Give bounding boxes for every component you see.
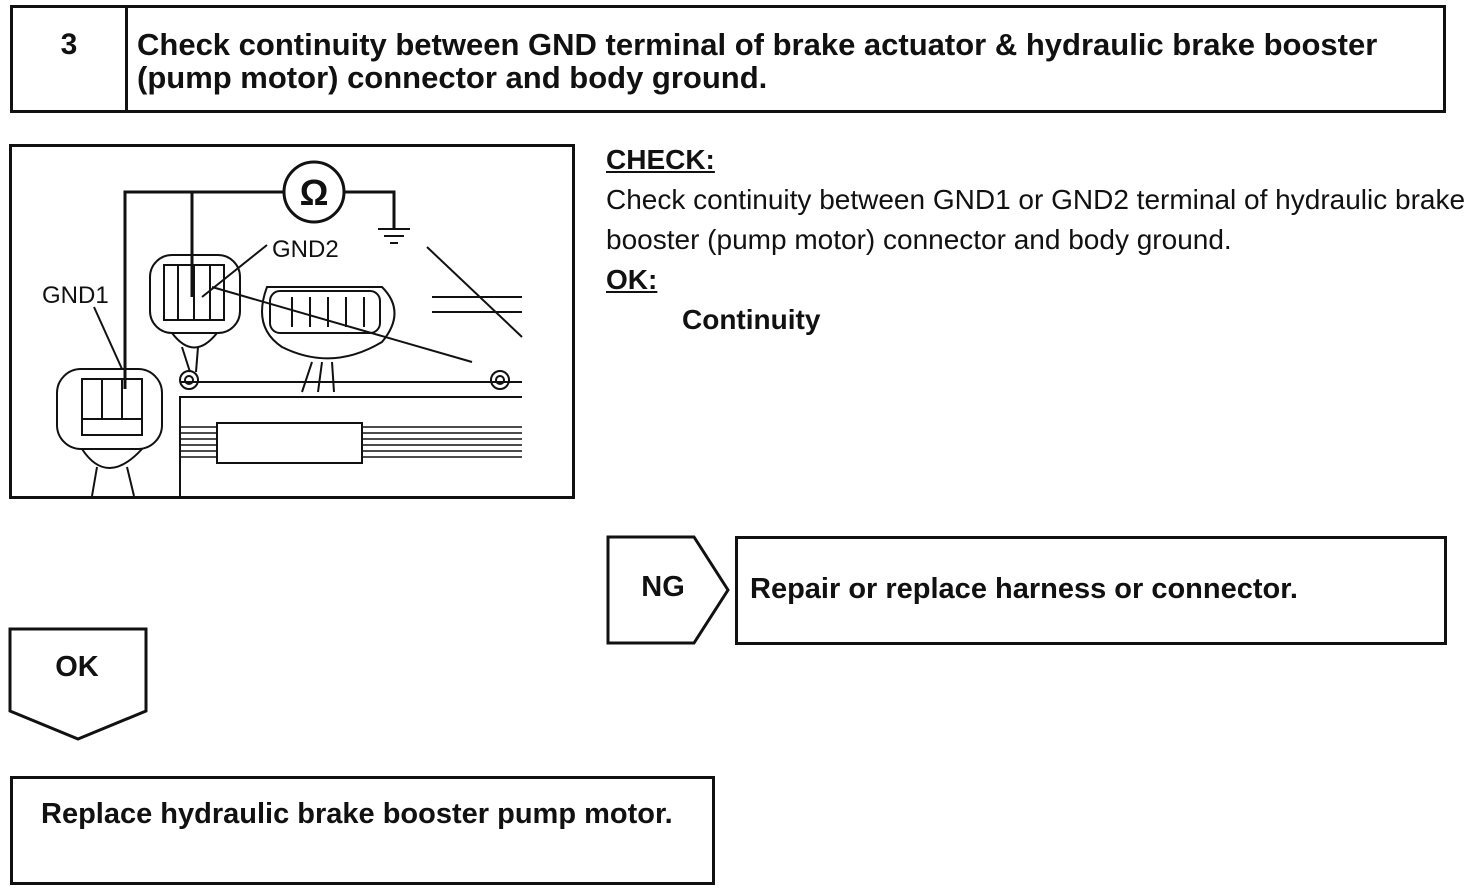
step-number-cell: 3 <box>13 8 128 110</box>
connector-illustration: Ω GND2 GND1 <box>9 144 575 499</box>
ok-action-box: Replace hydraulic brake booster pump mot… <box>10 776 715 885</box>
meter-leads <box>123 190 396 389</box>
ground-symbol <box>378 228 410 244</box>
check-heading: CHECK: <box>606 144 715 175</box>
gnd2-connector <box>149 254 241 373</box>
ohmmeter-icon <box>282 160 346 224</box>
step-title: Check continuity between GND terminal of… <box>137 27 1378 95</box>
label-gnd2: GND2 <box>272 236 339 263</box>
ng-action-text: Repair or replace harness or connector. <box>750 573 1298 605</box>
step-header: 3 Check continuity between GND terminal … <box>10 5 1446 113</box>
wiring-diagram: Ω GND2 GND1 <box>42 160 523 496</box>
check-text: Check continuity between GND1 or GND2 te… <box>606 184 1466 255</box>
ng-label: NG <box>641 571 685 603</box>
ok-arrow-shape <box>8 627 148 741</box>
vent-lines <box>180 426 522 458</box>
step-number: 3 <box>60 28 78 61</box>
gnd1-connector <box>56 368 163 496</box>
ng-action-box: Repair or replace harness or connector. <box>735 536 1447 645</box>
check-section: CHECK: Check continuity between GND1 or … <box>606 140 1466 340</box>
ng-arrow-shape <box>606 535 730 645</box>
ohm-symbol: Ω <box>300 172 329 213</box>
ok-action-text: Replace hydraulic brake booster pump mot… <box>41 798 673 830</box>
ok-criteria-heading: OK: <box>606 264 658 295</box>
center-connector <box>261 286 396 393</box>
label-gnd1: GND1 <box>42 282 109 309</box>
ok-criteria-value: Continuity <box>682 304 821 335</box>
ok-label: OK <box>55 651 99 683</box>
